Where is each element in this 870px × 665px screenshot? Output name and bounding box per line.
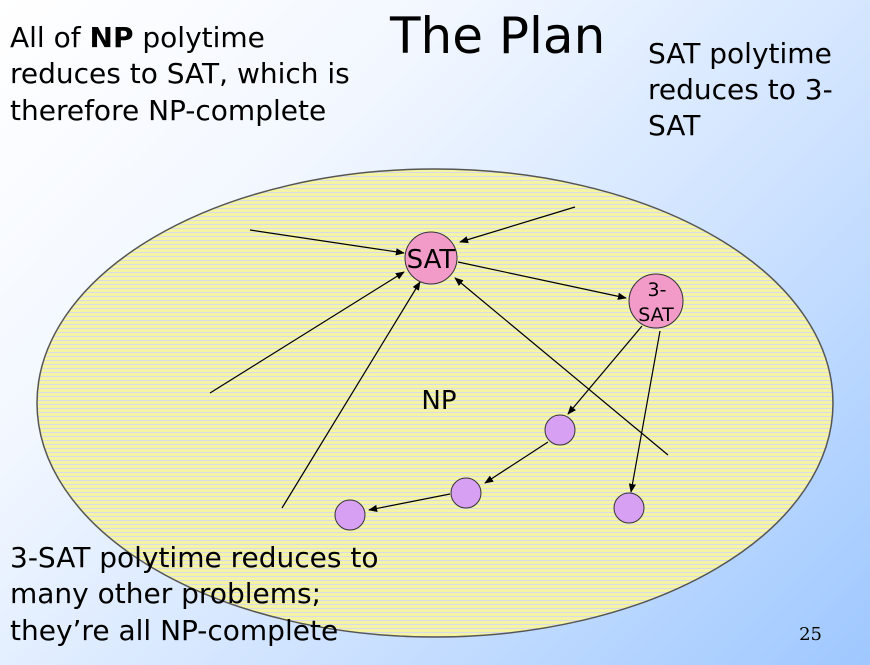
arrow-3sat-to-node-a bbox=[567, 325, 643, 415]
arrow-in-right-low bbox=[454, 277, 669, 456]
slide-title: The Plan bbox=[390, 7, 606, 65]
problem-node-b bbox=[450, 477, 482, 509]
note-tl-bold: NP bbox=[89, 21, 134, 54]
note-tl-pre: All of bbox=[10, 21, 90, 54]
note-3sat-reduces-to-many: 3-SAT polytime reduces to many other pro… bbox=[10, 541, 379, 647]
arrow-in-left-mid bbox=[209, 271, 405, 394]
three-sat-node bbox=[628, 273, 684, 329]
arrow-in-left-low bbox=[281, 281, 421, 509]
sat-node-label: SAT bbox=[407, 245, 456, 275]
three-sat-label-line2: SAT bbox=[638, 304, 674, 326]
problem-node-d bbox=[613, 492, 645, 524]
arrow-node-b-to-node-c bbox=[368, 493, 451, 512]
np-region-label: NP bbox=[421, 386, 456, 416]
arrow-node-a-to-node-b bbox=[484, 441, 549, 484]
three-sat-label-line1: 3- bbox=[648, 279, 667, 301]
problem-node-c bbox=[334, 499, 366, 531]
note-sat-reduces-to-3sat: SAT polytime reduces to 3-SAT bbox=[648, 37, 833, 142]
arrow-in-left-top bbox=[249, 229, 405, 256]
page-number: 25 bbox=[799, 624, 822, 645]
problem-node-a bbox=[544, 414, 576, 446]
sat-node bbox=[404, 231, 458, 285]
note-tl-post: polytime reduces to SAT, which is theref… bbox=[10, 21, 350, 127]
note-np-reduces-to-sat: All of NP polytime reduces to SAT, which… bbox=[10, 20, 370, 129]
arrow-3sat-to-node-d bbox=[628, 330, 661, 493]
arrow-in-right-top bbox=[459, 206, 576, 244]
arrow-sat-to-3sat bbox=[457, 261, 627, 300]
